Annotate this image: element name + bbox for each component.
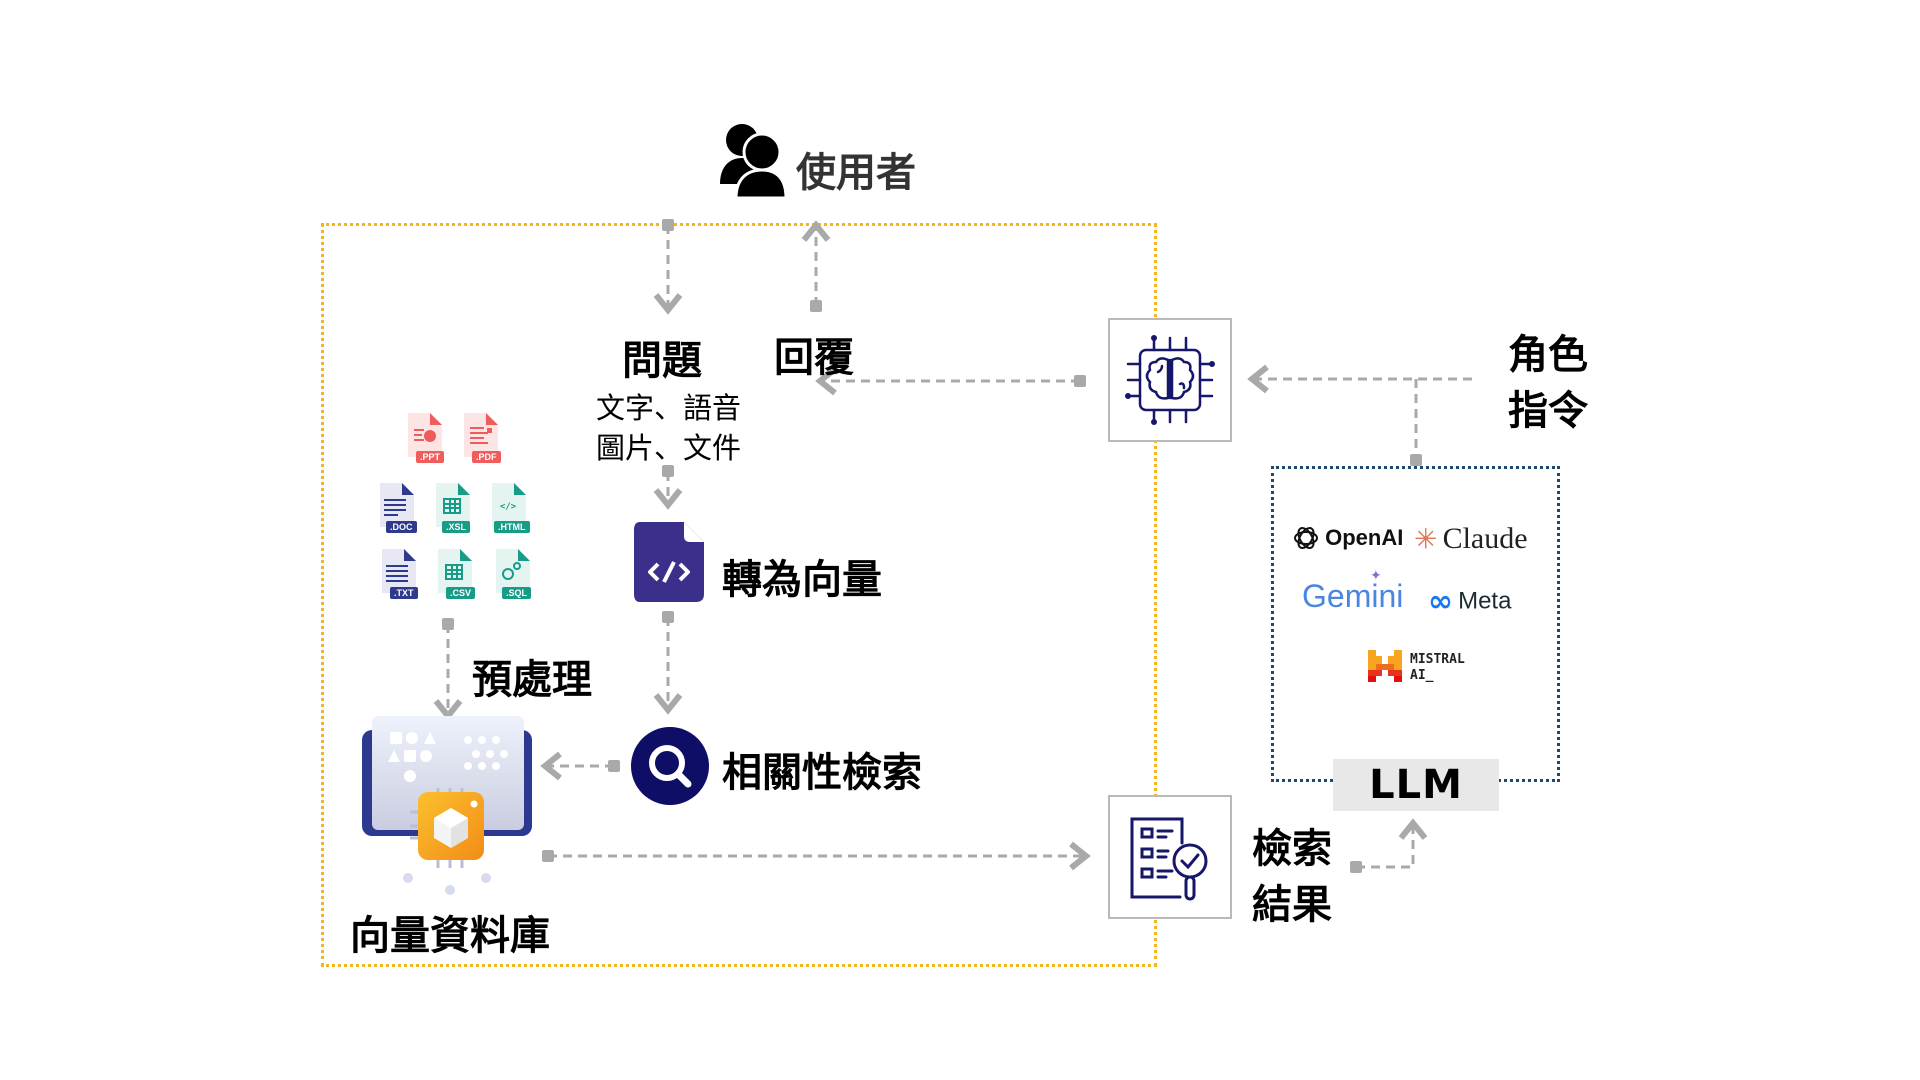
vector-db-label: 向量資料庫: [350, 913, 550, 959]
txt-file-icon: .TXT: [378, 547, 424, 605]
txt-tag: .TXT: [390, 587, 418, 599]
sql-file-icon: .SQL: [492, 547, 538, 605]
source-files: .PPT .PDF .DOC .XSL </> .HTML .TXT .CSV …: [372, 405, 552, 605]
llm-label: LLM: [1333, 759, 1499, 811]
checklist-search-icon: [1130, 817, 1208, 901]
claude-label: Claude: [1442, 522, 1528, 555]
llm-providers-frame: [1271, 466, 1560, 782]
claude-logo: ✳ Claude: [1414, 522, 1528, 556]
mistral-icon: [1368, 650, 1402, 682]
openai-label: OpenAI: [1325, 525, 1404, 550]
question-title: 問題: [622, 338, 702, 384]
preprocess-label: 預處理: [472, 657, 592, 703]
openai-logo: OpenAI: [1292, 524, 1403, 552]
pdf-file-icon: .PDF: [460, 411, 506, 469]
html-tag: .HTML: [494, 521, 530, 533]
user-label: 使用者: [796, 150, 916, 196]
search-results-line1: 檢索: [1252, 826, 1332, 872]
ppt-file-icon: .PPT: [404, 411, 450, 469]
xsl-file-icon: .XSL: [432, 481, 478, 539]
doc-tag: .DOC: [386, 521, 417, 533]
csv-file-icon: .CSV: [434, 547, 480, 605]
search-results-line2: 結果: [1252, 882, 1332, 928]
users-icon: [720, 124, 786, 198]
llm-brain-box: [1108, 318, 1232, 442]
ai-brain-chip-icon: [1125, 335, 1215, 425]
openai-icon: [1294, 527, 1318, 549]
ppt-tag: .PPT: [416, 451, 445, 463]
gemini-logo: ✦ Gemini: [1302, 568, 1404, 615]
claude-starburst-icon: ✳: [1414, 522, 1438, 556]
search-results-box: [1108, 795, 1232, 919]
html-file-icon: </> .HTML: [488, 481, 534, 539]
vectorize-label: 轉為向量: [722, 557, 882, 603]
svg-text:</>: </>: [500, 502, 517, 512]
question-types-line2: 圖片、文件: [596, 431, 742, 465]
gemini-label: Gemini: [1302, 578, 1404, 614]
role-prompt-line2: 指令: [1508, 388, 1588, 434]
reply-title: 回覆: [774, 335, 854, 381]
gemini-sparkle-icon: ✦: [1370, 568, 1382, 584]
search-icon: [630, 726, 710, 810]
meta-logo: ∞ Meta: [1428, 584, 1511, 619]
question-types-line1: 文字、語音: [596, 391, 742, 425]
meta-infinity-icon: ∞: [1428, 584, 1453, 619]
connector-results-llm: [1356, 818, 1428, 869]
retrieval-label: 相關性檢索: [722, 750, 922, 796]
rag-system-frame: [321, 223, 1157, 967]
mistral-ai-label: AI_: [1410, 668, 1434, 683]
role-prompt-line1: 角色: [1508, 332, 1588, 378]
vector-database-icon: [360, 710, 536, 904]
csv-tag: .CSV: [446, 587, 476, 599]
mistral-label: MISTRAL: [1410, 652, 1465, 667]
sql-tag: .SQL: [502, 587, 532, 599]
pdf-tag: .PDF: [472, 451, 501, 463]
code-file-icon: [632, 520, 706, 608]
doc-file-icon: .DOC: [376, 481, 422, 539]
xsl-tag: .XSL: [442, 521, 471, 533]
meta-label: Meta: [1458, 587, 1512, 615]
